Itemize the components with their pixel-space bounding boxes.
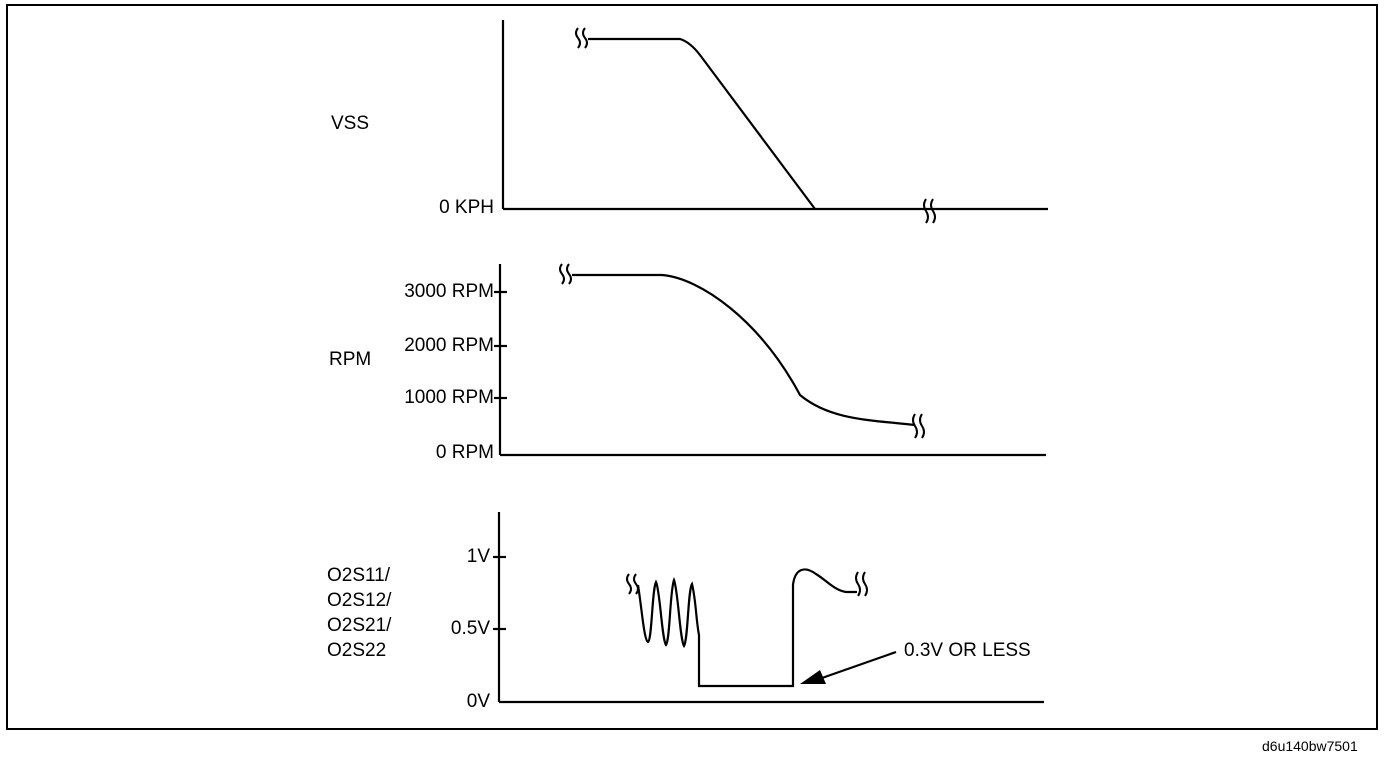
rpm-signal-label: RPM xyxy=(329,349,372,370)
diagram-frame xyxy=(6,4,1378,730)
vss-break-mark-start xyxy=(575,27,588,49)
annotation-leader-line xyxy=(821,650,897,680)
o2s-tick-label-0_5v: 0.5V xyxy=(450,618,490,639)
o2s-tick-label-0v: 0V xyxy=(466,691,490,712)
vss-curve xyxy=(588,37,816,210)
o2s-break-mark-start xyxy=(626,573,639,595)
vss-signal-label: VSS xyxy=(331,113,370,134)
o2s-tick-label-1v: 1V xyxy=(466,546,490,567)
figure-id: d6u140bw7501 xyxy=(1262,738,1358,754)
o2s-signal-label-line-1: O2S11/ xyxy=(327,565,391,586)
rpm-curve xyxy=(572,273,916,427)
o2s-break-mark-end xyxy=(855,571,868,597)
rpm-tick-label-3000: 3000 RPM xyxy=(404,281,494,302)
rpm-break-mark-start xyxy=(559,263,572,285)
o2s-signal-label-line-4: O2S22 xyxy=(327,640,387,661)
rpm-tick-label-1000: 1000 RPM xyxy=(404,387,494,408)
o2s-threshold-annotation: 0.3V OR LESS xyxy=(904,640,1031,661)
rpm-break-mark-end xyxy=(912,413,925,439)
vss-break-mark-end xyxy=(923,198,936,224)
o2s-signal-label-line-2: O2S12/ xyxy=(327,590,392,611)
vss-zero-tick-label: 0 KPH xyxy=(439,197,494,218)
rpm-tick-label-2000: 2000 RPM xyxy=(404,335,494,356)
rpm-tick-label-0: 0 RPM xyxy=(435,442,494,463)
annotation-arrowhead xyxy=(800,670,826,684)
o2s-curve xyxy=(636,568,857,688)
o2s-signal-label-line-3: O2S21/ xyxy=(327,615,392,636)
